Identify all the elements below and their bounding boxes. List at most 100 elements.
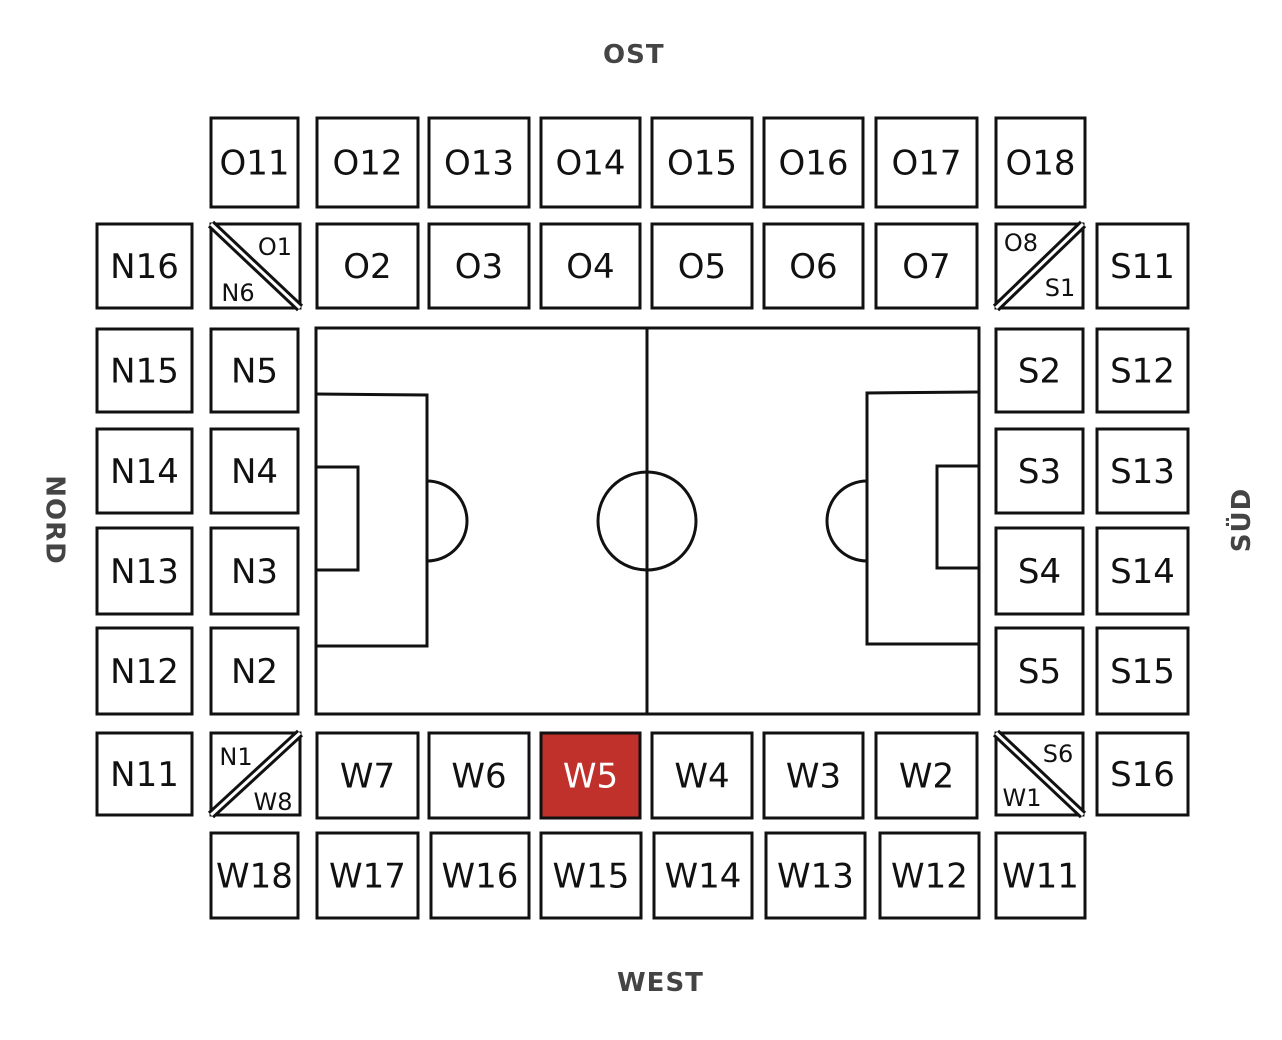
split-divider-gap: [994, 731, 1085, 817]
block-w4[interactable]: W4: [650, 731, 754, 820]
block-outline: [650, 731, 754, 820]
block-outline: [539, 731, 642, 820]
block-outline: [762, 731, 865, 820]
block-outline: [764, 831, 867, 920]
block-outline: [429, 831, 531, 920]
block-label: O14: [555, 144, 625, 184]
block-label: W7: [340, 757, 395, 797]
block-w3[interactable]: W3: [762, 731, 865, 820]
block-label: S13: [1110, 452, 1175, 492]
block-label: S3: [1018, 452, 1061, 492]
block-label: O12: [332, 144, 402, 184]
block-outline: [1095, 526, 1190, 616]
direction-east-label: OST: [603, 40, 665, 70]
block-s14[interactable]: S14: [1095, 526, 1190, 616]
block-outline: [95, 626, 194, 716]
block-n5[interactable]: N5: [209, 327, 300, 414]
block-w16[interactable]: W16: [429, 831, 531, 920]
block-n2[interactable]: N2: [209, 626, 300, 716]
block-o12[interactable]: O12: [315, 116, 420, 209]
block-n11[interactable]: N11: [95, 731, 194, 817]
block-label: O3: [455, 247, 503, 287]
block-s12[interactable]: S12: [1095, 327, 1190, 414]
block-s11[interactable]: S11: [1095, 222, 1190, 310]
block-outline: [209, 327, 300, 414]
right-penalty-arc: [825, 479, 868, 563]
block-w7[interactable]: W7: [315, 731, 420, 820]
block-outline: [650, 222, 754, 310]
block-o15[interactable]: O15: [650, 116, 754, 209]
block-s4[interactable]: S4: [994, 526, 1085, 616]
block-s3[interactable]: S3: [994, 427, 1085, 515]
block-outline: [539, 222, 642, 310]
block-outline: [652, 831, 754, 920]
block-o6[interactable]: O6: [762, 222, 865, 310]
block-o13[interactable]: O13: [427, 116, 531, 209]
block-n3[interactable]: N3: [209, 526, 300, 616]
center-circle: [596, 470, 698, 572]
block-o16[interactable]: O16: [762, 116, 865, 209]
block-outline: [315, 116, 420, 209]
block-n15[interactable]: N15: [95, 327, 194, 414]
block-label: O5: [678, 247, 726, 287]
block-label: W16: [442, 857, 519, 897]
block-w11[interactable]: W11: [994, 831, 1087, 920]
block-n14[interactable]: N14: [95, 427, 194, 515]
block-w14[interactable]: W14: [652, 831, 754, 920]
block-outline: [95, 222, 194, 310]
block-o7[interactable]: O7: [874, 222, 979, 310]
block-label: W18: [216, 857, 293, 897]
block-label: N13: [110, 552, 179, 592]
block-outline: [1095, 427, 1190, 515]
block-n12[interactable]: N12: [95, 626, 194, 716]
block-label: S12: [1110, 352, 1175, 392]
block-w12[interactable]: W12: [878, 831, 981, 920]
block-w2[interactable]: W2: [874, 731, 979, 820]
block-label: W15: [553, 857, 630, 897]
block-o14[interactable]: O14: [539, 116, 642, 209]
block-outline: [95, 427, 194, 515]
block-label: W5: [563, 757, 618, 797]
block-s5[interactable]: S5: [994, 626, 1085, 716]
block-w17[interactable]: W17: [315, 831, 420, 920]
block-s13[interactable]: S13: [1095, 427, 1190, 515]
block-label: N12: [110, 652, 179, 692]
block-label: S16: [1110, 755, 1175, 795]
block-label-n6: N6: [221, 279, 254, 307]
block-o5[interactable]: O5: [650, 222, 754, 310]
block-n4[interactable]: N4: [209, 427, 300, 515]
block-w6[interactable]: W6: [427, 731, 531, 820]
block-label: W12: [891, 857, 968, 897]
block-w5[interactable]: W5: [539, 731, 642, 820]
block-o11[interactable]: O11: [209, 116, 300, 209]
block-label: N4: [231, 452, 278, 492]
block-label-o1: O1: [258, 233, 292, 261]
block-outline: [539, 831, 643, 920]
block-label: W4: [674, 757, 729, 797]
block-o4[interactable]: O4: [539, 222, 642, 310]
block-label: S11: [1110, 247, 1175, 287]
block-w13[interactable]: W13: [764, 831, 867, 920]
block-s2[interactable]: S2: [994, 327, 1085, 414]
block-label: O6: [789, 247, 837, 287]
block-n13[interactable]: N13: [95, 526, 194, 616]
block-n16[interactable]: N16: [95, 222, 194, 310]
block-s15[interactable]: S15: [1095, 626, 1190, 716]
block-o2[interactable]: O2: [315, 222, 420, 310]
block-s16[interactable]: S16: [1095, 731, 1190, 817]
block-label: S14: [1110, 552, 1175, 592]
block-outline: [874, 222, 979, 310]
block-w15[interactable]: W15: [539, 831, 643, 920]
block-o18[interactable]: O18: [994, 116, 1087, 209]
block-o3[interactable]: O3: [427, 222, 531, 310]
block-label: O4: [566, 247, 614, 287]
block-w18[interactable]: W18: [209, 831, 300, 920]
block-label-w1: W1: [1003, 784, 1042, 812]
block-label: O16: [778, 144, 848, 184]
block-o17[interactable]: O17: [874, 116, 979, 209]
